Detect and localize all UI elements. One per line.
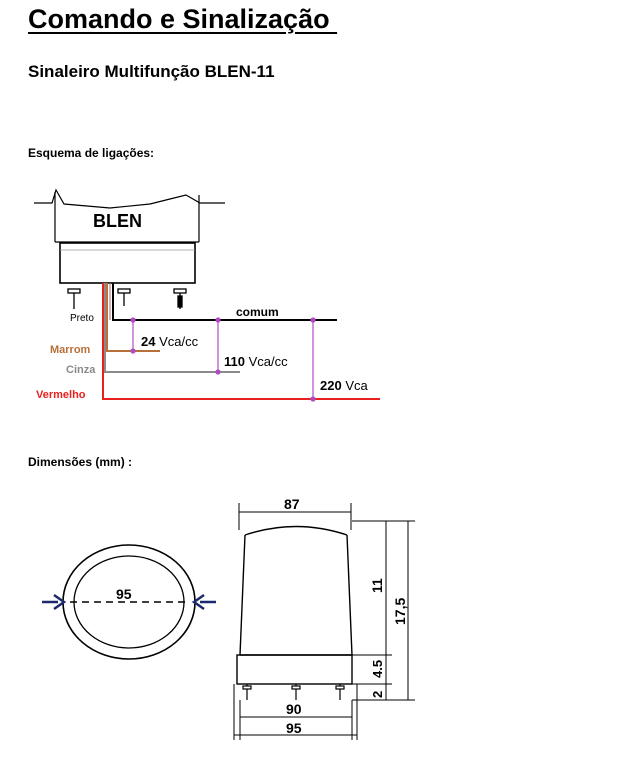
label-marrom: Marrom (50, 344, 91, 356)
circle-diameter-label: 95 (116, 586, 132, 602)
label-220v: 220 Vca (320, 378, 368, 393)
wire-cinza (104, 283, 240, 373)
dim-heights (352, 520, 415, 701)
page-subtitle: Sinaleiro Multifunção BLEN-11 (28, 62, 275, 81)
base-width-label: 90 (286, 701, 302, 717)
body-height-label: 11 (369, 578, 385, 593)
label-comum: comum (236, 305, 279, 319)
wire-vermelho (102, 283, 380, 400)
overall-width-label: 95 (286, 720, 302, 736)
base-height-label: 4.5 (370, 660, 385, 678)
dimensions-heading: Dimensões (mm) : (28, 455, 133, 469)
blen-device (34, 188, 225, 284)
arrow-right-icon (191, 593, 216, 611)
top-width-label: 87 (284, 496, 300, 512)
label-110v: 110 Vca/cc (224, 354, 288, 369)
junction-dots (130, 317, 316, 402)
side-view-drawing (236, 525, 353, 700)
device-label: BLEN (93, 211, 142, 231)
dim-widths (233, 684, 358, 740)
label-cinza: Cinza (66, 364, 96, 376)
wiring-diagram: BLEN Preto Marrom Cinza Vermelho comum 2… (34, 188, 380, 402)
top-view-drawing: 95 87 (42, 496, 415, 740)
wire-marrom (106, 283, 160, 352)
page-title: Comando e Sinalização (28, 4, 338, 34)
dim-top-width (238, 503, 352, 530)
label-24v: 24 Vca/cc (141, 334, 199, 349)
terminals (67, 288, 187, 309)
wiring-heading: Esquema de ligações: (28, 146, 155, 160)
terminal-height-label: 2 (370, 691, 385, 698)
taps (132, 320, 314, 399)
wire-preto (112, 283, 337, 321)
label-preto: Preto (70, 313, 94, 324)
label-vermelho: Vermelho (36, 389, 86, 401)
arrow-left-icon (42, 593, 67, 611)
total-height-label: 17,5 (392, 598, 408, 625)
